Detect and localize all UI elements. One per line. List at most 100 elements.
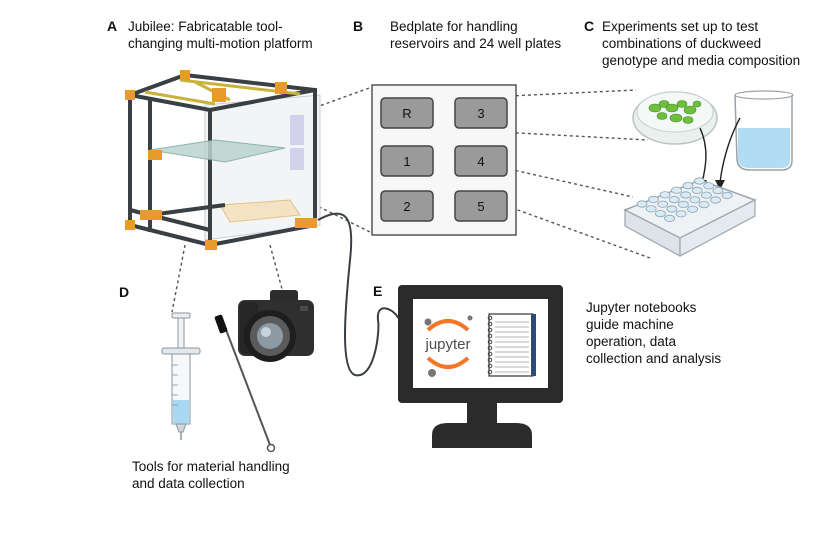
panel-a-caption: Jubilee: Fabricatable tool- changing mul… — [128, 18, 313, 52]
syringe-scale — [172, 364, 178, 406]
wells — [636, 177, 733, 222]
panel-c-caption: Experiments set up to test combinations … — [602, 18, 800, 69]
beaker — [734, 90, 794, 171]
well — [668, 196, 680, 204]
bedplate-slot-label: 4 — [477, 154, 484, 169]
bedplate-slot-label: 2 — [403, 199, 410, 214]
notebook-ring — [487, 363, 493, 369]
bedplate-slot-label: 5 — [477, 199, 484, 214]
panel-b-caption: Bedplate for handling reservoirs and 24 … — [390, 18, 561, 52]
jupyter-logo: jupyter — [424, 315, 473, 377]
notebook-ring — [487, 369, 493, 375]
duckweed — [648, 100, 702, 124]
computer-monitor[interactable] — [398, 285, 563, 448]
notebook-lines — [495, 321, 529, 373]
notebook-ring — [487, 321, 493, 327]
bedplate-slot — [454, 145, 508, 177]
caption-line: reservoirs and 24 well plates — [390, 36, 562, 51]
frame-bottom — [129, 203, 316, 247]
bedplate-slot — [380, 97, 434, 129]
caption-line: guide machine — [586, 317, 674, 332]
well — [657, 200, 669, 208]
well-plate — [623, 177, 757, 258]
notebook-ring — [487, 315, 493, 321]
monitor-stand — [432, 423, 532, 448]
bedplate-slot-label: 1 — [403, 154, 410, 169]
panel-e-caption: Jupyter notebooks guide machine operatio… — [586, 299, 721, 367]
caption-line: Jupyter notebooks — [586, 300, 697, 315]
caption-line: and data collection — [132, 476, 245, 491]
panel-c-label: C — [584, 18, 595, 34]
connector-r-to-petri — [425, 89, 637, 101]
well — [701, 191, 712, 199]
bedplate-slot-label: 3 — [477, 106, 484, 121]
well — [666, 205, 678, 213]
glass-bed — [149, 139, 286, 163]
bed-items — [219, 199, 301, 223]
bedplate: R 3 1 4 2 5 — [371, 84, 517, 236]
panel-b-label: B — [353, 18, 364, 34]
well — [680, 191, 692, 199]
caption-line: operation, data — [586, 334, 677, 349]
caption-line: Tools for material handling — [132, 459, 290, 474]
well — [703, 182, 715, 190]
caption-line: combinations of duckweed — [602, 36, 762, 51]
well — [698, 201, 710, 209]
well — [671, 186, 682, 194]
well — [682, 182, 694, 190]
well — [691, 186, 703, 194]
petri-dish — [632, 91, 718, 145]
well — [678, 200, 689, 208]
panel-d-label: D — [119, 284, 130, 300]
well — [675, 210, 687, 218]
probe-tool — [214, 314, 276, 453]
connector-machine-to-tools-left — [171, 244, 186, 313]
notebook-ring — [487, 357, 493, 363]
caption-line: collection and analysis — [586, 351, 722, 366]
bedplate-slot — [380, 190, 434, 222]
well — [712, 187, 724, 195]
notebook-ring — [487, 345, 493, 351]
notebook-icon — [487, 313, 536, 377]
well — [710, 196, 721, 204]
bedplate-slot — [454, 190, 508, 222]
bedplate-slots: R 3 1 4 2 5 — [380, 97, 508, 222]
frame-posts — [128, 88, 317, 250]
notebook-ring — [487, 351, 493, 357]
well — [689, 196, 701, 204]
enclosure-window — [290, 148, 304, 170]
well — [648, 195, 659, 203]
well — [687, 205, 698, 213]
jupyter-logo-text: jupyter — [424, 336, 470, 353]
data-cable — [317, 212, 399, 377]
caption-line: changing multi-motion platform — [128, 36, 313, 51]
caption-line: Experiments set up to test — [602, 19, 759, 34]
bedplate-slot — [454, 97, 508, 129]
notebook-ring — [487, 333, 493, 339]
bedplate-slot — [380, 145, 434, 177]
notebook-ring — [487, 327, 493, 333]
panel-e-label: E — [373, 283, 383, 299]
well — [694, 177, 705, 185]
well — [721, 191, 733, 199]
bedplate-slot-label: R — [402, 106, 411, 121]
syringe — [161, 312, 201, 440]
jubilee-machine — [125, 70, 321, 250]
caption-line: Jubilee: Fabricatable tool- — [128, 19, 283, 34]
caption-line: genotype and media composition — [602, 53, 801, 68]
orange-brackets — [125, 70, 317, 250]
well — [636, 200, 648, 208]
well — [664, 214, 675, 222]
notebook-ring — [487, 339, 493, 345]
well — [655, 210, 666, 218]
well — [659, 191, 671, 199]
panel-a-label: A — [107, 18, 118, 34]
panel-d-caption: Tools for material handling and data col… — [132, 458, 290, 492]
arrow-beaker-to-plate — [719, 117, 741, 184]
monitor-neck — [467, 403, 497, 423]
camera — [238, 290, 314, 362]
well — [645, 205, 657, 213]
caption-line: Bedplate for handling — [390, 19, 518, 34]
